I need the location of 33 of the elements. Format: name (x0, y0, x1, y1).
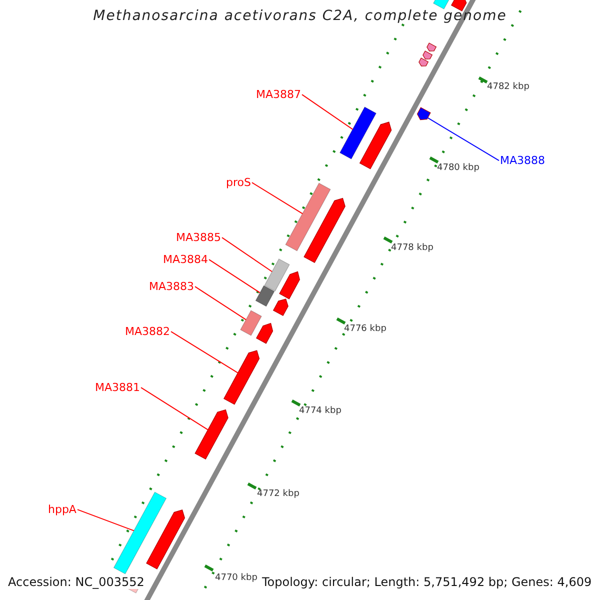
leader-line (251, 182, 304, 214)
tick-label: 4772 kbp (257, 489, 300, 500)
tick-label: 4774 kbp (299, 406, 342, 417)
leader-line (208, 259, 260, 294)
gene-label: proS (226, 176, 251, 190)
gene-box (240, 310, 262, 336)
gene-label: MA3888 (500, 154, 546, 168)
leader-line (302, 94, 354, 130)
gene-label: MA3883 (149, 280, 194, 294)
gene-feature (416, 107, 431, 120)
tick-label: 4778 kbp (391, 243, 434, 254)
info-text: Topology: circular; Length: 5,751,492 bp; Genes: 4,609 (262, 575, 592, 590)
gene-label: MA3882 (125, 325, 170, 338)
leader-line (427, 117, 500, 162)
leader-line (140, 387, 208, 430)
leader-line (76, 509, 134, 532)
gene-label: MA3885 (176, 231, 222, 244)
gene-label: hppA (48, 503, 76, 516)
gene-label: MA3887 (256, 88, 302, 102)
title: Methanosarcina acetivorans C2A, complete genome (92, 8, 508, 25)
gene-feature (194, 409, 228, 460)
tick-label: 4782 kbp (487, 82, 530, 93)
gene-feature (223, 350, 260, 405)
leader-line (194, 286, 246, 320)
tick-label: 4776 kbp (344, 324, 386, 335)
info-text: Accession: NC_003552 (8, 575, 144, 590)
gene-label: MA3881 (95, 381, 140, 394)
gene-label: MA3884 (163, 253, 208, 266)
tick-label: 4770 kbp (215, 573, 258, 584)
tick-label: 4780 kbp (437, 163, 480, 174)
leader-line (170, 331, 238, 374)
leader-line (222, 237, 273, 272)
gene-box (264, 258, 290, 292)
